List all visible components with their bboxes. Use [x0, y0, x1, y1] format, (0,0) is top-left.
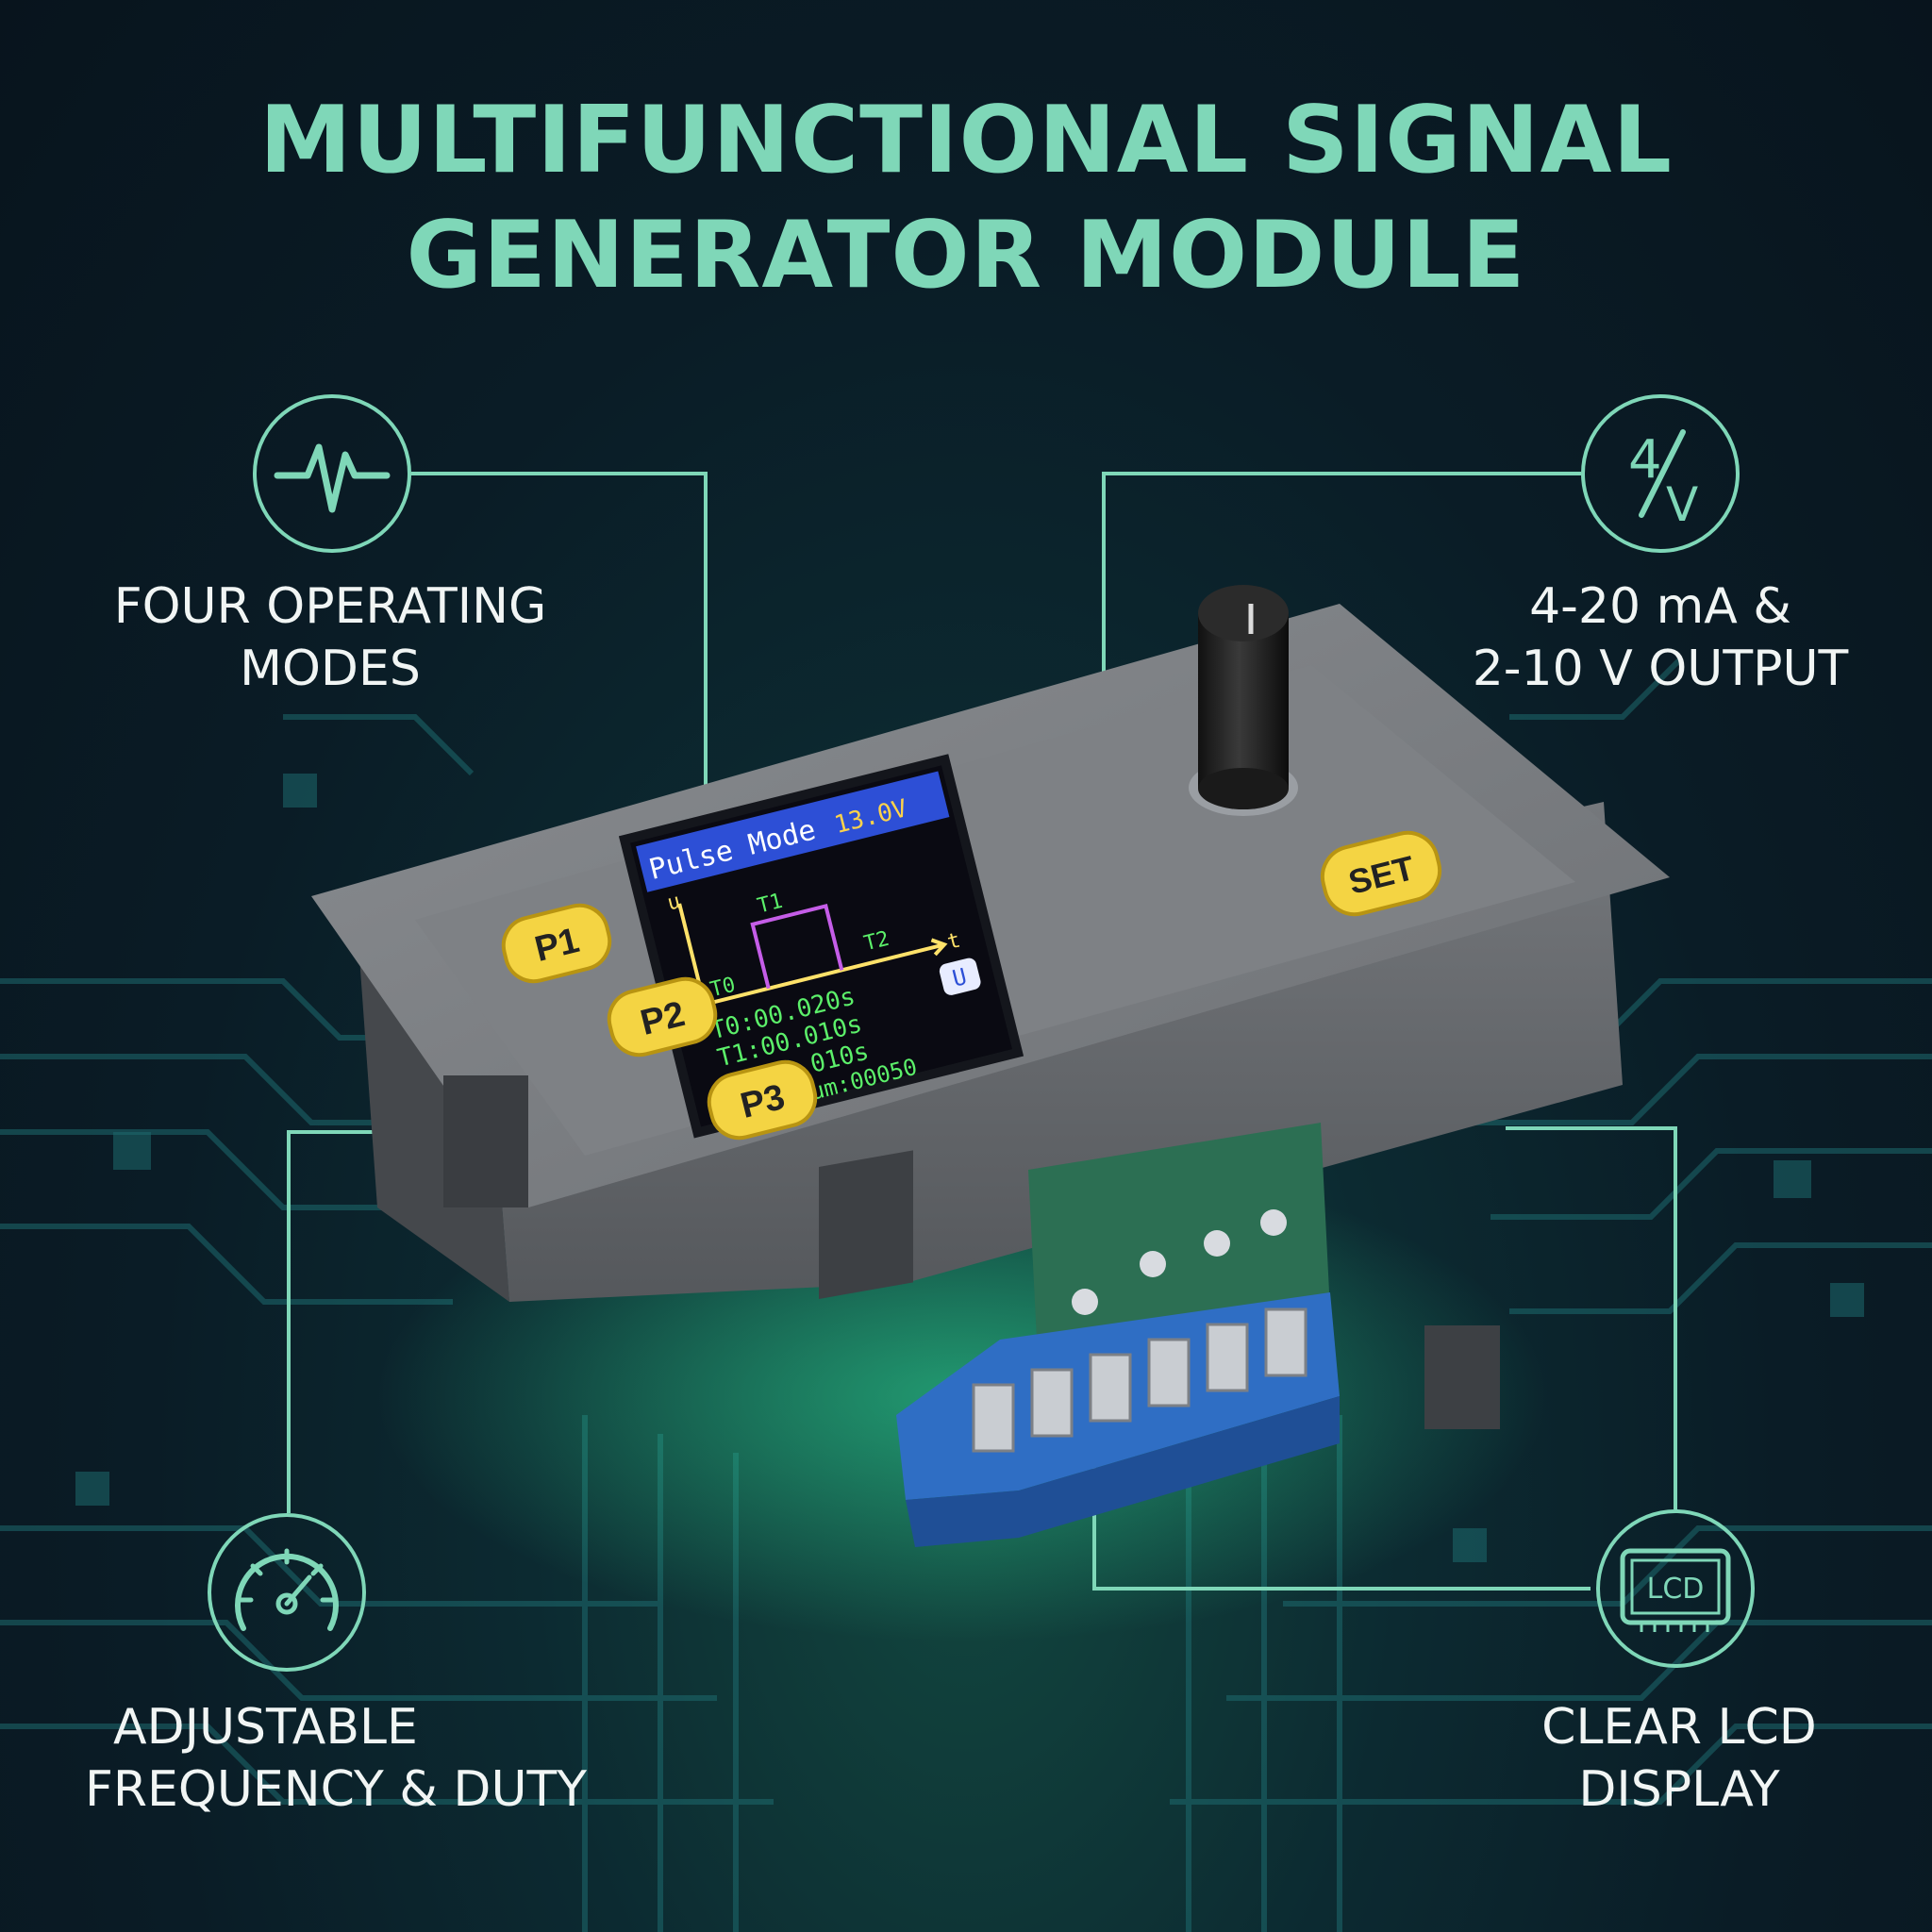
- screen-badge-label: U: [950, 963, 970, 992]
- frequency-label-line-1: ADJUSTABLE: [113, 1699, 418, 1756]
- p1-button[interactable]: P1: [497, 899, 615, 987]
- modes-label-line-1: FOUR OPERATING: [113, 578, 547, 635]
- screen-axis-u: u: [665, 890, 683, 915]
- lcd-label-line-2: DISPLAY: [1578, 1761, 1780, 1818]
- heartbeat-waveform-icon: [274, 443, 391, 513]
- p3-button[interactable]: P3: [703, 1056, 821, 1143]
- modes-label-line-2: MODES: [240, 641, 421, 697]
- lcd-screen-icon: LCD: [1620, 1548, 1731, 1632]
- lcd-icon-circle: LCD: [1596, 1509, 1755, 1668]
- output-icon-bottom: V: [1666, 477, 1698, 532]
- frequency-label-line-2: FREQUENCY & DUTY: [85, 1761, 588, 1818]
- title-line-1: MULTIFUNCTIONAL SIGNAL: [259, 87, 1673, 194]
- title-line-2: GENERATOR MODULE: [406, 202, 1526, 309]
- output-label-line-1: 4-20 mA &: [1529, 578, 1791, 635]
- modes-icon-circle: [253, 394, 411, 553]
- screen-badge: [939, 958, 981, 995]
- lcd-label-line-1: CLEAR LCD: [1541, 1699, 1817, 1756]
- output-icon-circle: 4 V: [1581, 394, 1740, 553]
- frequency-icon-circle: [208, 1513, 366, 1672]
- screen-t2-label: T2: [861, 927, 891, 957]
- output-icon-top: 4: [1628, 429, 1662, 491]
- output-label-line-2: 2-10 V OUTPUT: [1472, 641, 1849, 697]
- p2-button[interactable]: P2: [603, 973, 721, 1060]
- speedometer-gauge-icon: [235, 1548, 339, 1631]
- lcd-label: CLEAR LCD DISPLAY: [1472, 1696, 1887, 1821]
- modes-label: FOUR OPERATING MODES: [57, 575, 604, 700]
- screen-axis-t: t: [945, 929, 963, 955]
- current-voltage-icon: 4 V: [1628, 429, 1698, 532]
- output-label: 4-20 mA & 2-10 V OUTPUT: [1406, 575, 1915, 700]
- set-button[interactable]: SET: [1316, 826, 1446, 921]
- pulse-waveform: [750, 904, 844, 990]
- lcd-icon-text: LCD: [1647, 1573, 1705, 1606]
- screen-t1-label: T1: [755, 890, 785, 919]
- frequency-label: ADJUSTABLE FREQUENCY & DUTY: [85, 1696, 670, 1821]
